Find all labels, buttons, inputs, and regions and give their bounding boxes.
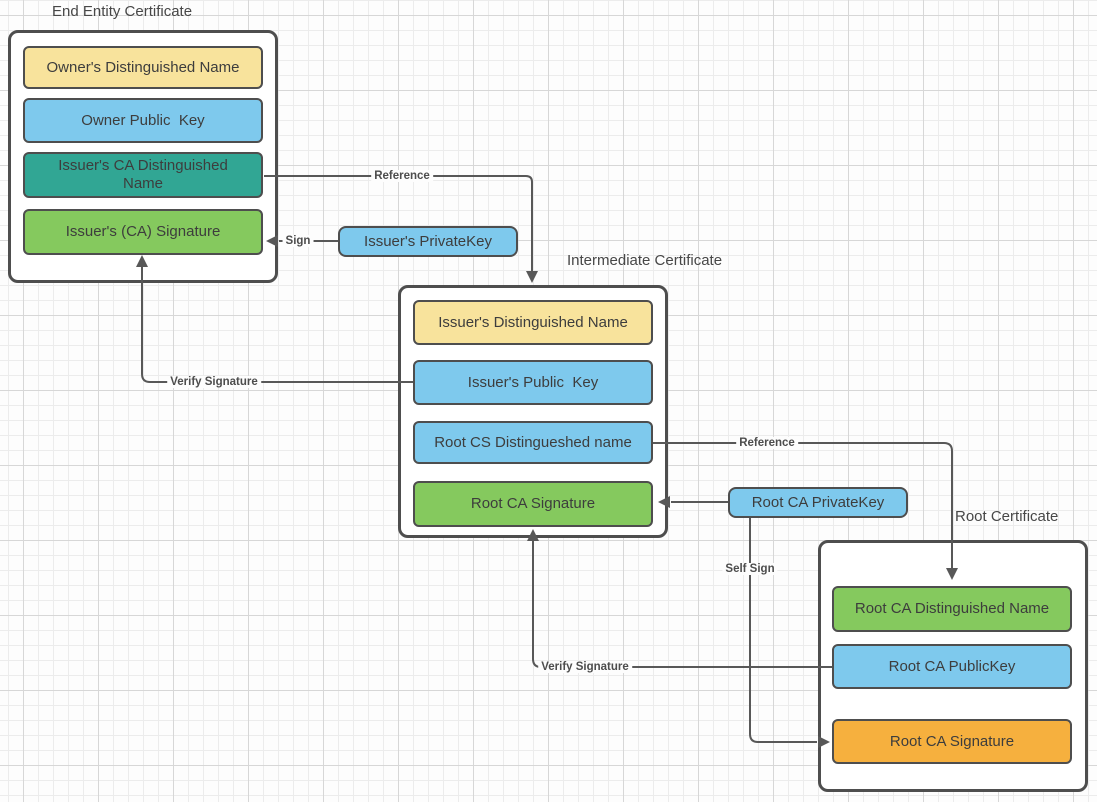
reference-label-1: Reference	[371, 170, 433, 182]
private-key-to-signature-arrow	[658, 496, 728, 508]
verify-signature-arrow-2	[527, 529, 832, 668]
intermediate-certificate-title: Intermediate Certificate	[567, 252, 723, 269]
issuers-public-key-box: Issuer's Public Key	[413, 360, 653, 405]
root-ca-signature-label-root: Root CA Signature	[889, 732, 1015, 750]
owners-distinguished-name-box: Owner's Distinguished Name	[23, 46, 263, 89]
owner-public-key-label: Owner Public Key	[81, 111, 205, 129]
owner-public-key-box: Owner Public Key	[23, 98, 263, 143]
root-cs-distingueshed-name-label: Root CS Distingueshed name	[434, 433, 632, 451]
self-sign-label: Self Sign	[722, 563, 778, 575]
verify-signature-label-2: Verify Signature	[538, 661, 632, 673]
issuers-ca-distinguished-name-label: Issuer's CA Distinguished Name	[58, 157, 228, 192]
issuers-privatekey-box: Issuer's PrivateKey	[338, 226, 518, 257]
owners-distinguished-name-label: Owner's Distinguished Name	[46, 58, 240, 76]
reference-label-2: Reference	[736, 437, 798, 449]
root-ca-distinguished-name-box: Root CA Distinguished Name	[832, 586, 1072, 632]
issuers-ca-signature-box: Issuer's (CA) Signature	[23, 209, 263, 255]
root-cs-distingueshed-name-box: Root CS Distingueshed name	[413, 421, 653, 464]
issuers-public-key-label: Issuer's Public Key	[467, 373, 599, 391]
root-ca-signature-box-root: Root CA Signature	[832, 719, 1072, 764]
root-ca-distinguished-name-label: Root CA Distinguished Name	[854, 600, 1050, 617]
issuers-ca-distinguished-name-box: Issuer's CA Distinguished Name	[23, 152, 263, 198]
root-ca-privatekey-label: Root CA PrivateKey	[751, 494, 885, 511]
root-ca-publickey-box: Root CA PublicKey	[832, 644, 1072, 689]
end-entity-certificate-title: End Entity Certificate	[52, 3, 193, 20]
root-ca-publickey-label: Root CA PublicKey	[888, 657, 1016, 675]
issuers-ca-signature-label: Issuer's (CA) Signature	[65, 223, 221, 240]
sign-label: Sign	[282, 235, 314, 247]
root-certificate-title: Root Certificate	[955, 508, 1059, 525]
issuers-privatekey-label: Issuer's PrivateKey	[364, 233, 492, 250]
issuers-distinguished-name-box: Issuer's Distinguished Name	[413, 300, 653, 345]
root-ca-signature-label-intermediate: Root CA Signature	[470, 495, 596, 512]
root-ca-privatekey-box: Root CA PrivateKey	[728, 487, 908, 518]
root-ca-signature-box-intermediate: Root CA Signature	[413, 481, 653, 527]
issuers-distinguished-name-label: Issuer's Distinguished Name	[438, 313, 628, 331]
verify-signature-label-1: Verify Signature	[167, 376, 261, 388]
